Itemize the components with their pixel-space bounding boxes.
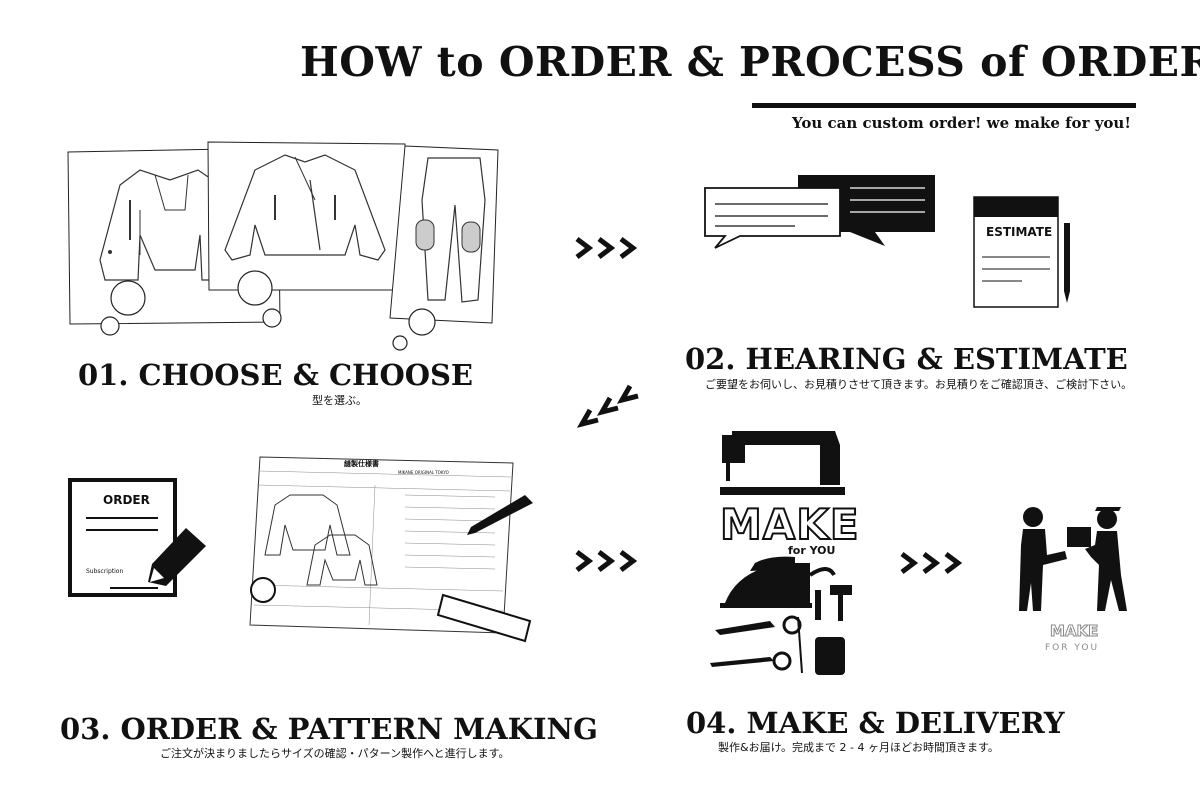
spec-sheet-title: 縫製仕様書	[344, 460, 379, 468]
arrow-right-icon	[900, 552, 963, 574]
ruler-icon	[436, 593, 532, 643]
thought-bubble	[408, 308, 436, 336]
garment-sketches	[67, 141, 499, 351]
step-03-title: 03. ORDER & PATTERN MAKING	[60, 712, 598, 746]
speech-bubbles-icon	[704, 175, 935, 249]
thought-bubble	[100, 316, 120, 336]
step-01-title: 01. CHOOSE & CHOOSE	[78, 358, 474, 392]
page-subtitle: You can custom order! we make for you!	[792, 114, 1131, 132]
sewing-machine-icon	[720, 431, 845, 495]
make-sublabel: for YOU	[788, 544, 836, 557]
make-label: MAKE	[719, 499, 860, 550]
thought-bubble	[262, 308, 282, 328]
iron-icon	[720, 556, 836, 608]
step-02-title: 02. HEARING & ESTIMATE	[685, 342, 1128, 376]
delivery-sublabel: FOR YOU	[1045, 643, 1100, 653]
pattern-spec-sheet	[249, 456, 533, 643]
order-form-signature-label: Subscription	[86, 568, 124, 575]
step-04-title: 04. MAKE & DELIVERY	[686, 706, 1065, 740]
thought-bubble	[392, 335, 408, 351]
estimate-document-icon	[973, 196, 1070, 308]
pants-sketch-paper	[389, 145, 499, 324]
package-icon	[1067, 527, 1091, 547]
jacket-sketch-paper	[207, 141, 407, 291]
hammer-icon	[830, 585, 852, 595]
arrow-down-left-icon	[576, 384, 639, 428]
step-01-subtitle: 型を選ぶ。	[312, 394, 367, 407]
title-rule	[752, 103, 1136, 108]
page-title: HOW to ORDER & PROCESS of ORDER	[300, 38, 1200, 86]
thought-bubble	[237, 270, 273, 306]
thread-spool-icon	[815, 637, 845, 675]
thought-bubble	[110, 280, 146, 316]
order-form-heading: ORDER	[103, 493, 150, 507]
arrow-right-icon	[575, 550, 638, 572]
step-02-subtitle: ご要望をお伺いし、お見積りさせて頂きます。お見積りをご確認頂き、ご検討下さい。	[705, 378, 1133, 391]
delivery-person-icon	[1019, 507, 1127, 611]
arrow-right-icon	[575, 237, 638, 259]
delivery-label: MAKE	[1049, 622, 1099, 641]
sewing-tools-illustration	[710, 431, 852, 675]
scissors-icon	[710, 615, 802, 671]
order-form-icon	[68, 478, 206, 597]
screwdriver-icon	[815, 590, 821, 620]
step-03-subtitle: ご注文が決まりましたらサイズの確認・パターン製作へと進行します。	[160, 747, 510, 760]
step-04-subtitle: 製作&お届け。完成まで 2 - 4 ヶ月ほどお時間頂きます。	[718, 741, 999, 754]
needle-icon	[797, 616, 803, 674]
pen-icon	[467, 495, 533, 535]
spec-sheet-brand: MIKANE ORIGINAL TOKYO	[398, 470, 449, 475]
tape-measure-icon	[250, 577, 276, 603]
estimate-label: ESTIMATE	[986, 225, 1053, 239]
